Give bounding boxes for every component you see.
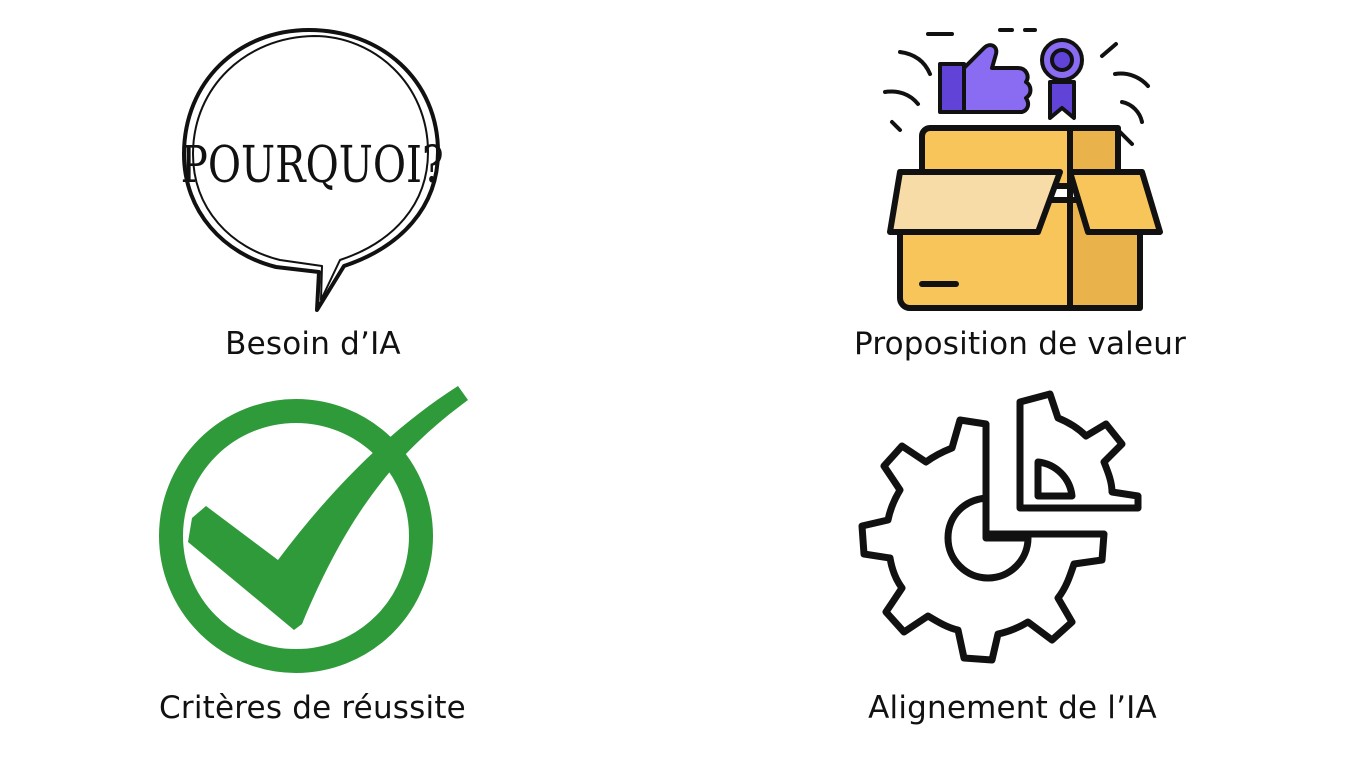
label-criteres-reussite: Critères de réussite	[159, 690, 466, 726]
bubble-text: POURQUOI?	[181, 134, 444, 194]
gift-box-icon	[870, 22, 1170, 317]
check-circle-icon	[150, 378, 475, 678]
gear-chart-icon	[852, 378, 1157, 678]
label-proposition-valeur: Proposition de valeur	[853, 326, 1187, 362]
speech-bubble-icon: POURQUOI?	[176, 22, 446, 317]
label-besoin-ia: Besoin d’IA	[225, 326, 401, 362]
label-alignement-ia: Alignement de l’IA	[868, 690, 1157, 726]
